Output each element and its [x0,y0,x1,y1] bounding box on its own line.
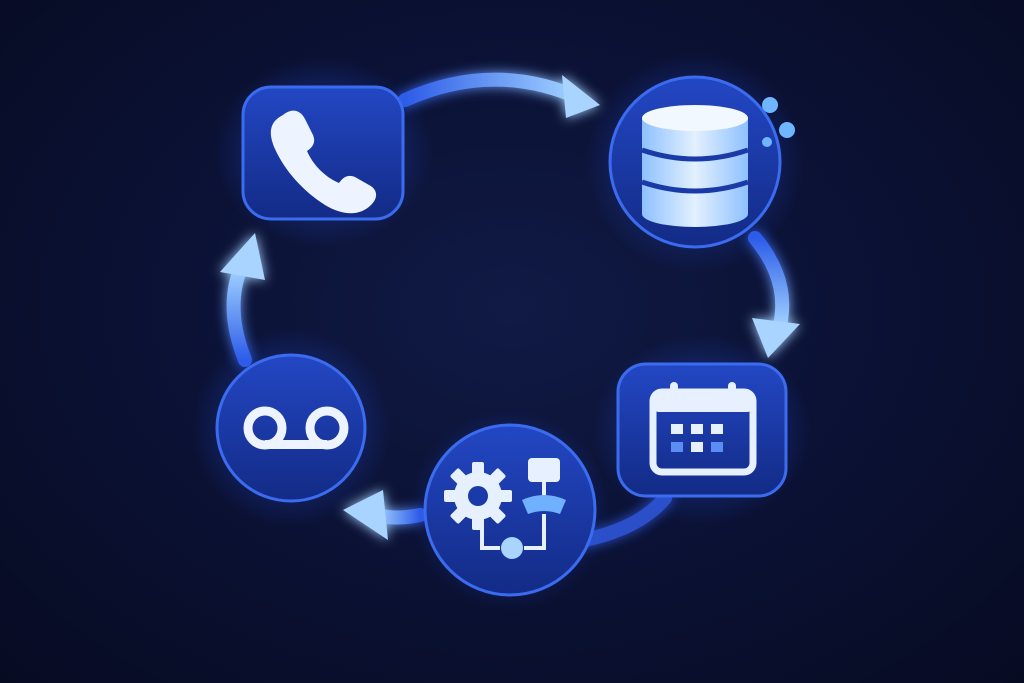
bubble-decoration [762,97,778,113]
gear-icon [444,462,512,530]
arrowhead [752,318,800,358]
phone-icon [270,110,377,214]
node-calendar [592,335,812,525]
bubble-decoration [762,137,772,147]
voicemail-icon [243,406,349,450]
node-workflow [410,410,610,610]
node-database [585,52,805,272]
arrowhead [343,490,388,540]
node-phone [213,57,433,247]
arrowhead [562,75,600,118]
bubble-decoration [779,122,795,138]
edge-phone-to-database [398,72,600,118]
node-voicemail [191,328,391,528]
flowchart-icon [480,458,566,559]
calendar-icon [649,382,757,476]
arrowhead [220,233,265,280]
database-icon [641,105,749,227]
edge-database-to-calendar [748,231,800,358]
